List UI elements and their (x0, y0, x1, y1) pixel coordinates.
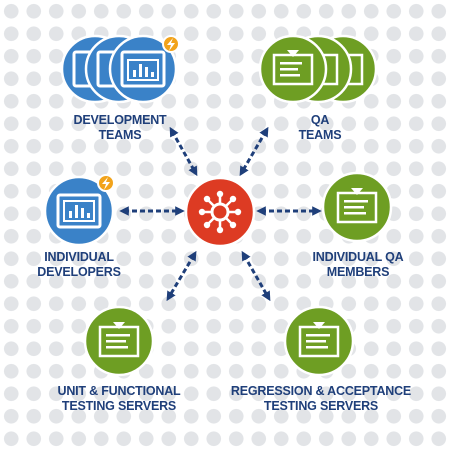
connector-arrows (119, 126, 322, 302)
unit-functional-servers-label: UNIT & FUNCTIONAL TESTING SERVERS (44, 384, 194, 414)
individual-qa-members-label-line1: INDIVIDUAL QA (312, 250, 404, 264)
lightning-bolt-icon (97, 174, 115, 192)
individual-developers-label-line1: INDIVIDUAL (44, 250, 114, 264)
qa-teams-node (258, 34, 378, 104)
development-teams-label: DEVELOPMENT TEAMS (60, 113, 180, 143)
checklist-clipboard-icon (283, 305, 355, 377)
regression-acceptance-servers-label: REGRESSION & ACCEPTANCE TESTING SERVERS (226, 384, 416, 414)
arrow-unit-servers (166, 250, 197, 302)
development-teams-label-line2: TEAMS (98, 128, 142, 142)
qa-teams-label-line2: TEAMS (298, 128, 342, 142)
regression-acceptance-servers-label-line1: REGRESSION & ACCEPTANCE (230, 384, 412, 398)
unit-functional-servers-node (83, 305, 155, 377)
regression-acceptance-servers-node (283, 305, 355, 377)
unit-functional-servers-label-line2: TESTING SERVERS (61, 399, 177, 413)
checklist-clipboard-icon (83, 305, 155, 377)
chart-dashboard-icon (108, 34, 178, 104)
regression-acceptance-servers-label-line2: TESTING SERVERS (263, 399, 379, 413)
checklist-clipboard-icon (321, 171, 393, 243)
checklist-clipboard-icon (258, 34, 328, 104)
arrow-qa-teams (239, 126, 269, 177)
lightning-bolt-icon (162, 35, 180, 53)
individual-developers-node (43, 174, 115, 247)
qa-teams-label-line1: QA (310, 113, 330, 127)
network-hub-icon (184, 176, 256, 248)
individual-qa-members-node (321, 171, 393, 243)
individual-developers-label-line2: DEVELOPERS (37, 265, 121, 279)
individual-developers-label: INDIVIDUAL DEVELOPERS (29, 250, 129, 280)
chart-dashboard-icon (43, 175, 115, 247)
development-teams-node (60, 34, 180, 104)
arrow-regression-servers (241, 250, 271, 302)
individual-qa-members-label-line2: MEMBERS (326, 265, 390, 279)
unit-functional-servers-label-line1: UNIT & FUNCTIONAL (57, 384, 181, 398)
qa-teams-label: QA TEAMS (280, 113, 360, 143)
development-teams-label-line1: DEVELOPMENT (73, 113, 167, 127)
individual-qa-members-label: INDIVIDUAL QA MEMBERS (303, 250, 413, 280)
